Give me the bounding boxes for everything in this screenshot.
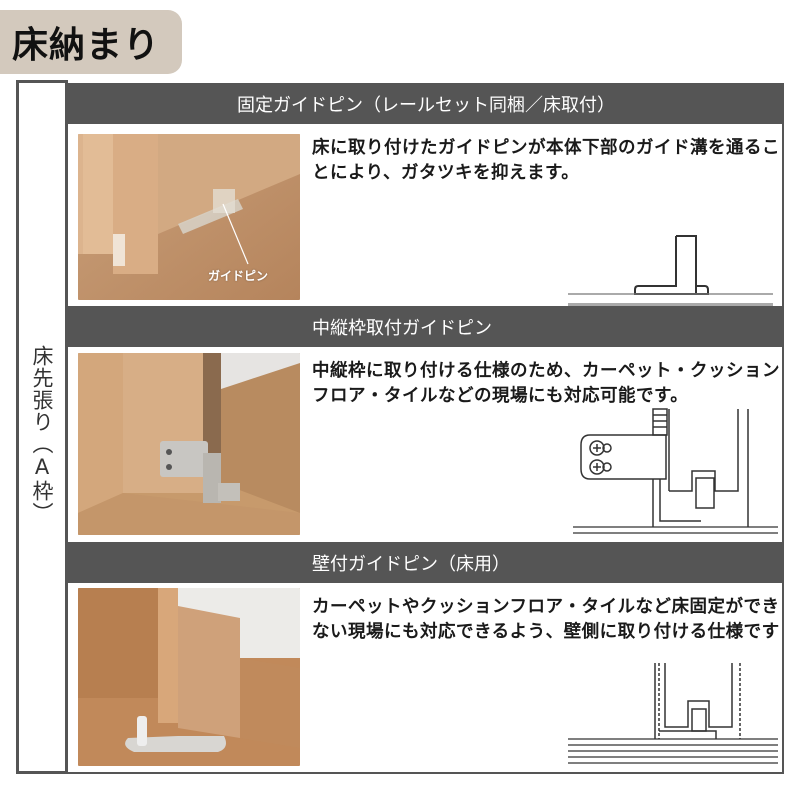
guide-pin-photo-icon	[78, 134, 300, 300]
fixed-pin-diagram-icon	[568, 235, 773, 305]
section-description: 床に取り付けたガイドピンが本体下部のガイド溝を通ることにより、ガタツキを抑えます…	[312, 138, 780, 183]
section-body: ガイドピン 床に取り付けたガイドピンが本体下部のガイド溝を通ることにより、ガタツ…	[68, 124, 784, 316]
section-frame-guide-pin: 中縦枠取付ガイドピン 中縦枠に取り付ける仕様のため、カーペット・クッションフロア…	[68, 306, 784, 544]
page-title: 床納まり	[0, 10, 182, 74]
photo-caption: ガイドピン	[208, 269, 269, 283]
frame-bottom-border	[68, 771, 784, 774]
wall-pin-diagram-icon	[568, 663, 778, 764]
side-label-column: 床先張り（A枠）	[16, 80, 68, 774]
product-photo: ガイドピン	[78, 134, 300, 300]
product-photo	[78, 588, 300, 766]
section-header: 壁付ガイドピン（床用）	[68, 542, 784, 583]
wall-pin-photo-icon	[78, 588, 300, 766]
frame-pin-photo-icon	[78, 353, 300, 535]
section-description: カーペットやクッションフロア・タイルなど床固定ができない現場にも対応できるよう、…	[312, 597, 780, 642]
section-header: 固定ガイドピン（レールセット同梱／床取付）	[68, 83, 784, 124]
product-photo	[78, 353, 300, 535]
section-body: 中縦枠に取り付ける仕様のため、カーペット・クッションフロア・タイルなどの現場にも…	[68, 347, 784, 544]
section-wall-guide-pin: 壁付ガイドピン（床用） カーペットやクッションフロア・タイルなど床固定ができない…	[68, 542, 784, 772]
side-label: 床先張り（A枠）	[30, 345, 54, 524]
section-header: 中縦枠取付ガイドピン	[68, 306, 784, 347]
frame-pin-diagram-icon	[573, 408, 778, 534]
section-body: カーペットやクッションフロア・タイルなど床固定ができない現場にも対応できるよう、…	[68, 583, 784, 772]
section-description: 中縦枠に取り付ける仕様のため、カーペット・クッションフロア・タイルなどの現場にも…	[312, 361, 780, 406]
section-fixed-guide-pin: 固定ガイドピン（レールセット同梱／床取付） ガイドピン 床	[68, 83, 784, 316]
